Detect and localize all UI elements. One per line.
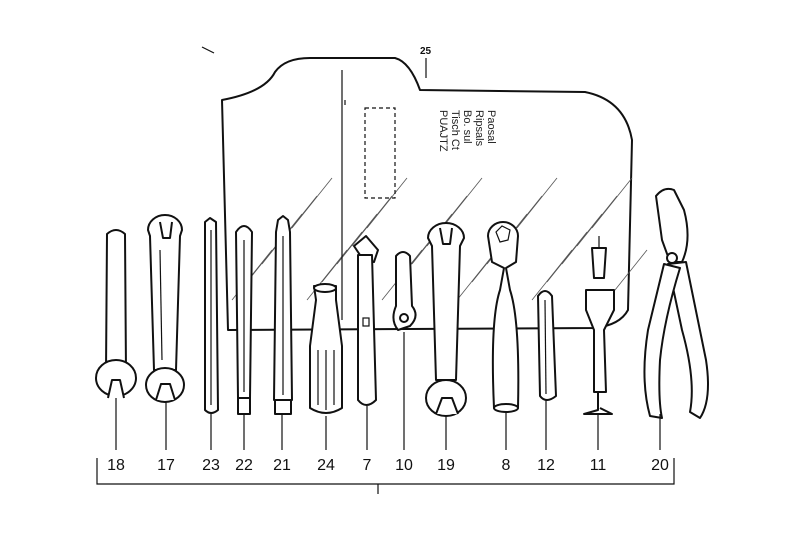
tool-12-rod [537,290,557,401]
tool-21-cross-screwdriver [273,215,293,415]
callout-number-19: 19 [437,457,455,474]
pouch-text-line: Tisch Ct [449,110,461,150]
tool-11-grease-gun [583,236,615,415]
tool-10-small-box-spanner [392,251,417,331]
pouch-text-line: Ripsals [473,110,485,147]
callout-number-12: 12 [537,457,555,474]
callout-number-20: 20 [651,457,669,474]
tool-pouch: PUAJTZ Tisch Ct Bo. sul Ripsals Paosal 2… [221,46,648,331]
tool-18-open-end-spanner [95,229,137,399]
callout-number-24: 24 [317,457,335,474]
tool-24-handle [309,283,343,414]
pouch-text-line: PUAJTZ [437,110,449,152]
callout-number-10: 10 [395,457,413,474]
callout-number-21: 21 [273,457,291,474]
pouch-text-line: Paosal [485,110,497,144]
pouch-label: 25 [420,46,432,57]
tool-17-double-spanner [145,214,185,403]
callout-number-17: 17 [157,457,175,474]
callout-leaders [115,332,661,450]
tool-20-pliers [643,187,709,419]
bottom-bracket [96,458,675,494]
tool-19-double-spanner [425,222,467,417]
tool-7-angled-box-spanner [353,235,379,406]
pouch-text-line: Bo. sul [461,110,473,144]
callout-number-7: 7 [363,457,372,474]
callout-number-18: 18 [107,457,125,474]
callout-number-22: 22 [235,457,253,474]
stray-mark [201,46,215,54]
tool-8-plug-spanner [487,221,520,413]
callout-number-11: 11 [590,457,607,474]
pouch-printed-text: PUAJTZ Tisch Ct Bo. sul Ripsals Paosal [437,110,497,152]
tool-23-thin-screwdriver [204,217,219,414]
tool-22-screwdriver [235,225,253,415]
callout-number-8: 8 [502,457,511,474]
callout-number-23: 23 [202,457,220,474]
callout-numbers: 18 17 23 22 21 24 7 10 19 8 12 11 20 [107,457,669,474]
